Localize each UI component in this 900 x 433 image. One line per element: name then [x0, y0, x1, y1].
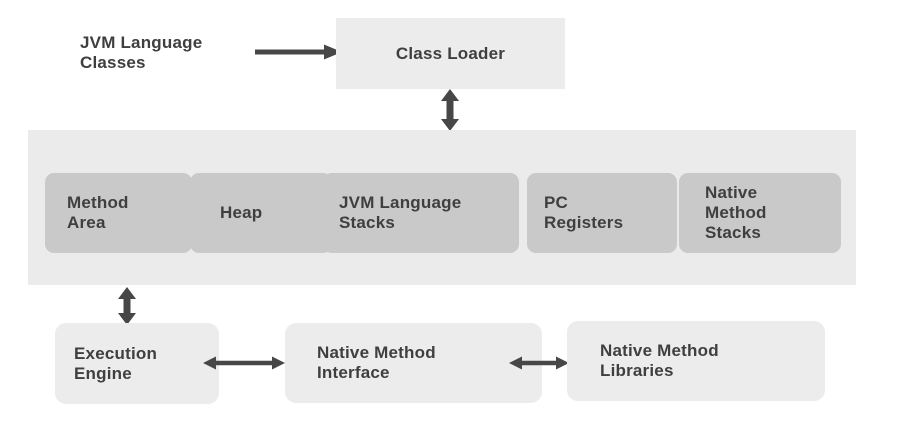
label-line: JVM Language	[339, 193, 462, 212]
label-line: JVM Language	[80, 33, 203, 52]
class-loader-box: Class Loader	[336, 18, 565, 89]
label-line: Execution	[74, 343, 158, 363]
jvm-language-classes-label: JVM Language Classes	[80, 33, 260, 73]
label-line: Libraries	[600, 361, 674, 380]
label-line: Registers	[544, 213, 624, 232]
label-line: Engine	[74, 363, 132, 383]
label-line: Interface	[317, 363, 390, 382]
label-line: Heap	[220, 203, 263, 222]
label-line: Method	[67, 193, 129, 212]
right-arrow-icon	[252, 43, 344, 61]
native-method-stacks-box: Native Method Stacks	[679, 173, 841, 253]
label-line: Stacks	[705, 223, 762, 242]
horizontal-double-arrow-icon	[508, 354, 570, 372]
method-area-box: Method Area	[45, 173, 192, 253]
execution-engine-box: Execution Engine	[55, 323, 219, 404]
label-line: Native Method	[317, 343, 436, 362]
horizontal-double-arrow-icon	[202, 354, 286, 372]
vertical-double-arrow-icon	[115, 286, 139, 326]
label-line: Native	[705, 183, 758, 202]
label-line: Native Method	[600, 341, 719, 360]
vertical-double-arrow-icon	[438, 88, 462, 132]
heap-box: Heap	[190, 173, 332, 253]
native-method-interface-box: Native Method Interface	[285, 323, 542, 403]
label-line: Classes	[80, 53, 146, 72]
label-line: Stacks	[339, 213, 396, 232]
class-loader-label: Class Loader	[395, 43, 506, 63]
jvm-language-stacks-box: JVM Language Stacks	[323, 173, 519, 253]
label-line: Area	[67, 213, 106, 232]
native-method-libraries-box: Native Method Libraries	[567, 321, 825, 401]
label-line: Method	[705, 203, 767, 222]
pc-registers-box: PC Registers	[527, 173, 677, 253]
label-line: PC	[544, 193, 569, 212]
